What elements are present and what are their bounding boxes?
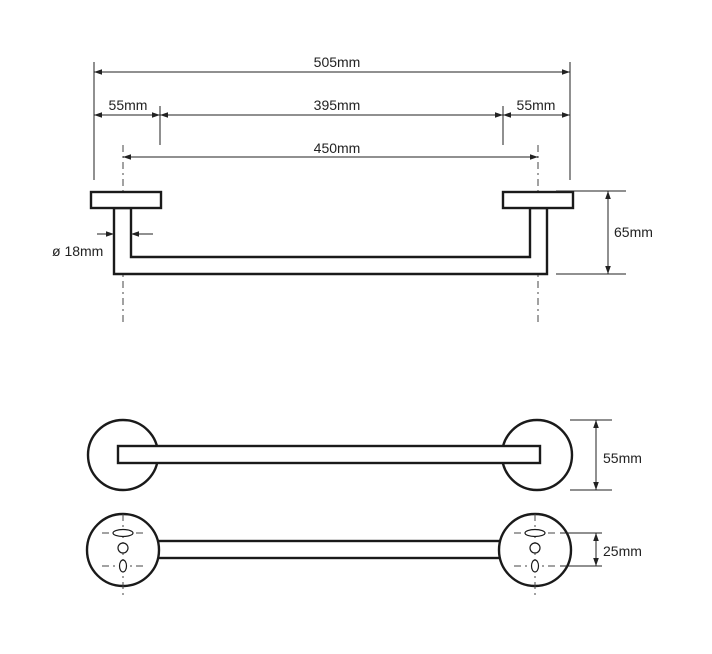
bar-top (116, 444, 542, 465)
mount-slot-left-upper (112, 528, 134, 538)
top-view: 55mm (86, 418, 642, 492)
label-height: 65mm (614, 224, 653, 240)
label-flange-diameter: 55mm (603, 450, 642, 466)
label-flange-right: 55mm (517, 97, 556, 113)
label-overall-width: 505mm (314, 54, 361, 70)
flange-right (501, 190, 575, 210)
label-flange-left: 55mm (109, 97, 148, 113)
label-mount-spacing: 25mm (603, 543, 642, 559)
label-bar-inner: 395mm (314, 97, 361, 113)
mount-slot-right-upper (524, 528, 546, 538)
label-tube-diameter: ø 18mm (52, 243, 103, 259)
mount-hole-right (529, 542, 541, 554)
towel-bar-body (112, 206, 549, 276)
mount-slot-left-lower (118, 559, 128, 573)
side-view: 505mm 55mm 395mm 55mm 450mm 65mm ø 18mm (52, 54, 653, 322)
mount-hole-left (117, 542, 129, 554)
mount-slot-right-lower (530, 559, 540, 573)
back-view: 25mm (85, 512, 642, 596)
bar-back (148, 539, 510, 560)
label-center-distance: 450mm (314, 140, 361, 156)
flange-left (89, 190, 163, 210)
